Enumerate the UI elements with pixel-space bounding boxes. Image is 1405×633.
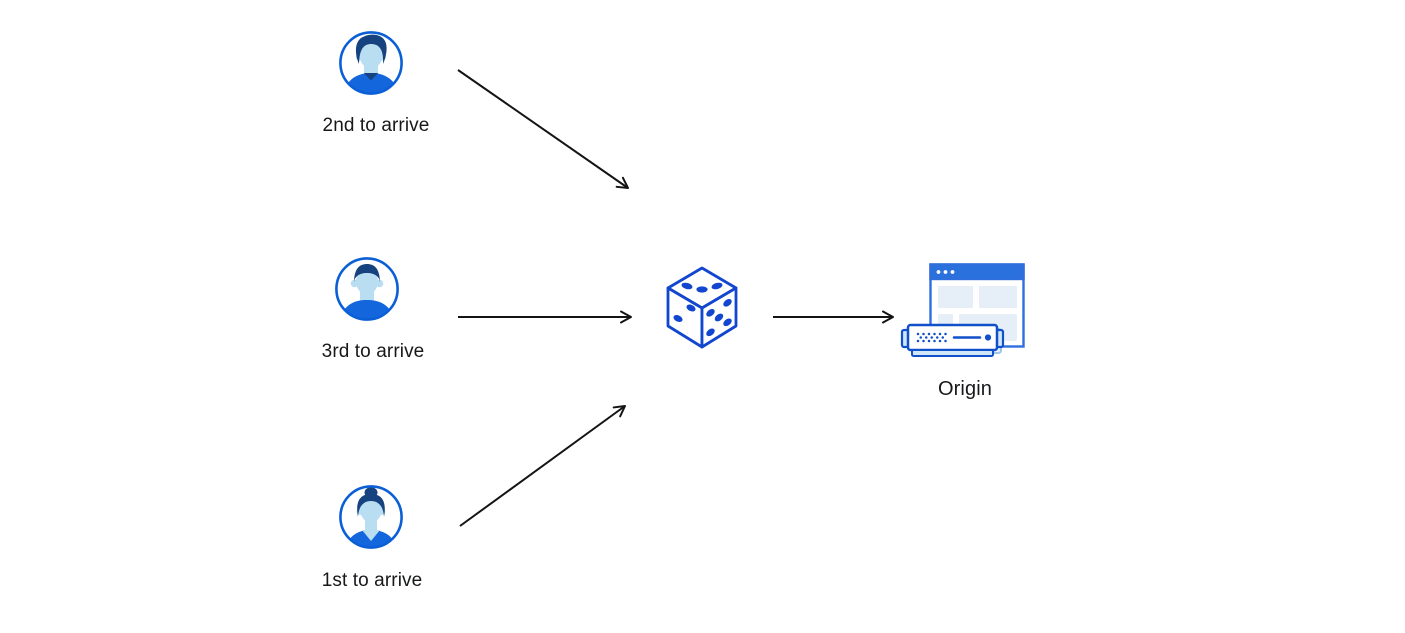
origin-label: Origin [938,378,992,400]
dice-node [665,266,739,350]
user-node-2nd [338,30,404,96]
user-label-1st: 1st to arrive [321,570,423,591]
user-label-3rd: 3rd to arrive [321,341,425,362]
man-flattop-avatar-icon [335,257,399,321]
arrow-user-1st-to-dice [459,405,626,527]
arrow-user-2nd-to-dice [457,69,629,189]
dice-icon [666,266,738,349]
user-node-3rd [334,256,400,322]
user-node-1st [338,484,404,550]
origin-node [897,262,1027,364]
user-label-2nd: 2nd to arrive [322,115,430,136]
man-pompadour-avatar-icon [339,31,403,95]
woman-bun-avatar-icon [339,485,403,549]
browser-window-and-server-icon [900,263,1025,357]
